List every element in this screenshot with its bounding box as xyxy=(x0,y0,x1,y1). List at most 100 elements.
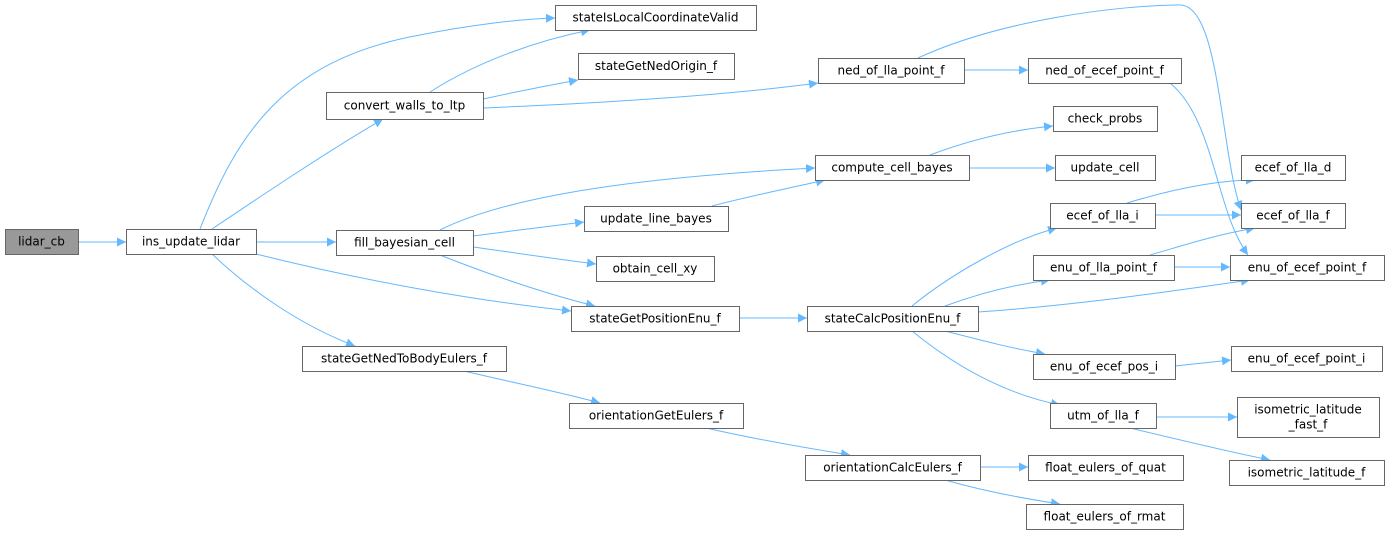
node-label: stateGetNedToBodyEulers_f xyxy=(321,352,488,366)
node-box[interactable] xyxy=(805,455,981,481)
node-label: fill_bayesian_cell xyxy=(354,236,455,250)
node-box[interactable] xyxy=(302,346,507,372)
node-ecef_of_lla_i[interactable]: ecef_of_lla_i xyxy=(1050,203,1156,229)
node-box[interactable] xyxy=(1053,106,1158,132)
node-ecef_of_lla_f[interactable]: ecef_of_lla_f xyxy=(1241,203,1346,229)
node-label: ins_update_lidar xyxy=(142,235,240,249)
node-box[interactable] xyxy=(1241,203,1346,229)
node-box[interactable] xyxy=(596,256,715,282)
node-label: update_cell xyxy=(1071,161,1140,175)
edge-convert_walls_to_ltp-to-stateIsLocalCoordinateValid xyxy=(429,27,591,93)
node-box[interactable] xyxy=(126,229,257,255)
node-box[interactable] xyxy=(1026,504,1184,530)
node-box[interactable] xyxy=(1230,255,1385,281)
node-label: enu_of_ecef_point_i xyxy=(1248,352,1366,366)
node-label: stateGetPositionEnu_f xyxy=(589,312,721,326)
node-label: isometric_latitude_f xyxy=(1248,466,1367,480)
node-float_eulers_of_rmat[interactable]: float_eulers_of_rmat xyxy=(1026,504,1184,530)
node-update_line_bayes[interactable]: update_line_bayes xyxy=(584,206,729,232)
node-compute_cell_bayes[interactable]: compute_cell_bayes xyxy=(815,155,970,181)
node-label: stateIsLocalCoordinateValid xyxy=(573,11,739,25)
node-box[interactable] xyxy=(1050,203,1156,229)
node-box[interactable] xyxy=(1237,397,1380,438)
node-box[interactable] xyxy=(1241,155,1346,181)
node-label: float_eulers_of_quat xyxy=(1045,461,1166,475)
node-enu_of_ecef_point_f[interactable]: enu_of_ecef_point_f xyxy=(1230,255,1385,281)
node-label: compute_cell_bayes xyxy=(831,161,952,175)
edge-ins_update_lidar-to-stateGetNedToBodyEulers_f xyxy=(211,253,356,347)
node-box[interactable] xyxy=(1231,346,1383,372)
edge-ins_update_lidar-to-stateGetPositionEnu_f xyxy=(255,253,572,315)
node-box[interactable] xyxy=(1055,155,1156,181)
node-obtain_cell_xy[interactable]: obtain_cell_xy xyxy=(596,256,715,282)
edge-stateCalcPositionEnu_f-to-enu_of_ecef_pos_i xyxy=(944,330,1046,357)
node-box[interactable] xyxy=(571,306,740,332)
node-enu_of_lla_point_f[interactable]: enu_of_lla_point_f xyxy=(1033,255,1175,281)
edge-ins_update_lidar-to-convert_walls_to_ltp xyxy=(211,118,384,230)
node-box[interactable] xyxy=(1033,255,1175,281)
node-box[interactable] xyxy=(815,155,970,181)
node-float_eulers_of_quat[interactable]: float_eulers_of_quat xyxy=(1028,455,1184,481)
node-stateIsLocalCoordinateValid[interactable]: stateIsLocalCoordinateValid xyxy=(555,5,757,31)
node-label: obtain_cell_xy xyxy=(613,262,698,276)
node-box[interactable] xyxy=(569,403,744,429)
node-box[interactable] xyxy=(1050,403,1157,429)
edge-update_line_bayes-to-compute_cell_bayes xyxy=(711,177,826,207)
node-label: check_probs xyxy=(1068,112,1143,126)
edge-ned_of_lla_point_f-to-ecef_of_lla_f xyxy=(917,4,1243,211)
node-box[interactable] xyxy=(326,92,484,120)
node-box[interactable] xyxy=(1028,455,1184,481)
node-label: ecef_of_lla_i xyxy=(1066,209,1139,223)
node-ecef_of_lla_d[interactable]: ecef_of_lla_d xyxy=(1241,155,1346,181)
node-isometric_latitude_fast_f[interactable]: isometric_latitude_fast_f xyxy=(1237,397,1380,438)
node-ned_of_ecef_point_f[interactable]: ned_of_ecef_point_f xyxy=(1028,58,1182,84)
node-label: ned_of_ecef_point_f xyxy=(1045,64,1164,78)
node-update_cell[interactable]: update_cell xyxy=(1055,155,1156,181)
node-box[interactable] xyxy=(336,230,474,256)
edge-utm_of_lla_f-to-isometric_latitude_f xyxy=(1129,427,1271,463)
edge-stateGetNedToBodyEulers_f-to-orientationGetEulers_f xyxy=(463,370,601,405)
node-label: update_line_bayes xyxy=(600,212,712,226)
node-box[interactable] xyxy=(1229,460,1385,486)
edge-enu_of_lla_point_f-to-ecef_of_lla_f xyxy=(1149,225,1256,256)
node-label: _fast_f xyxy=(1288,418,1329,432)
node-label: enu_of_ecef_pos_i xyxy=(1050,360,1158,374)
node-check_probs[interactable]: check_probs xyxy=(1053,106,1158,132)
node-enu_of_ecef_pos_i[interactable]: enu_of_ecef_pos_i xyxy=(1033,354,1176,380)
node-box[interactable] xyxy=(807,306,979,332)
node-isometric_latitude_f[interactable]: isometric_latitude_f xyxy=(1229,460,1385,486)
node-box[interactable] xyxy=(578,53,735,80)
node-label: enu_of_ecef_point_f xyxy=(1248,261,1367,275)
node-orientationGetEulers_f[interactable]: orientationGetEulers_f xyxy=(569,403,744,429)
node-box[interactable] xyxy=(1028,58,1182,84)
node-label: convert_walls_to_ltp xyxy=(344,99,465,113)
node-stateGetPositionEnu_f[interactable]: stateGetPositionEnu_f xyxy=(571,306,740,332)
node-convert_walls_to_ltp[interactable]: convert_walls_to_ltp xyxy=(326,92,484,120)
node-label: isometric_latitude xyxy=(1254,403,1362,417)
node-label: float_eulers_of_rmat xyxy=(1044,510,1166,524)
node-label: ned_of_lla_point_f xyxy=(837,64,945,78)
node-box[interactable] xyxy=(818,58,965,84)
node-box[interactable] xyxy=(555,5,757,31)
node-enu_of_ecef_point_i[interactable]: enu_of_ecef_point_i xyxy=(1231,346,1383,372)
node-layer: lidar_cb ins_update_lidar stateIsLocalCoor… xyxy=(5,5,1385,530)
node-stateGetNedOrigin_f[interactable]: stateGetNedOrigin_f xyxy=(578,53,735,80)
node-utm_of_lla_f[interactable]: utm_of_lla_f xyxy=(1050,403,1157,429)
node-orientationCalcEulers_f[interactable]: orientationCalcEulers_f xyxy=(805,455,981,481)
node-box[interactable] xyxy=(584,206,729,232)
edge-compute_cell_bayes-to-check_probs xyxy=(929,122,1054,156)
node-fill_bayesian_cell[interactable]: fill_bayesian_cell xyxy=(336,230,474,256)
node-box[interactable] xyxy=(5,229,79,255)
edge-stateCalcPositionEnu_f-to-enu_of_ecef_point_f xyxy=(977,276,1251,313)
node-label: enu_of_lla_point_f xyxy=(1050,261,1158,275)
node-ned_of_lla_point_f[interactable]: ned_of_lla_point_f xyxy=(818,58,965,84)
node-label: lidar_cb xyxy=(18,235,65,249)
edge-fill_bayesian_cell-to-update_line_bayes xyxy=(472,218,585,237)
node-stateCalcPositionEnu_f[interactable]: stateCalcPositionEnu_f xyxy=(807,306,979,332)
node-stateGetNedToBodyEulers_f[interactable]: stateGetNedToBodyEulers_f xyxy=(302,346,507,372)
edge-fill_bayesian_cell-to-compute_cell_bayes xyxy=(439,163,816,231)
node-ins_update_lidar[interactable]: ins_update_lidar xyxy=(126,229,257,255)
node-lidar_cb[interactable]: lidar_cb xyxy=(5,229,79,255)
node-box[interactable] xyxy=(1033,354,1176,380)
node-label: stateGetNedOrigin_f xyxy=(595,59,718,73)
